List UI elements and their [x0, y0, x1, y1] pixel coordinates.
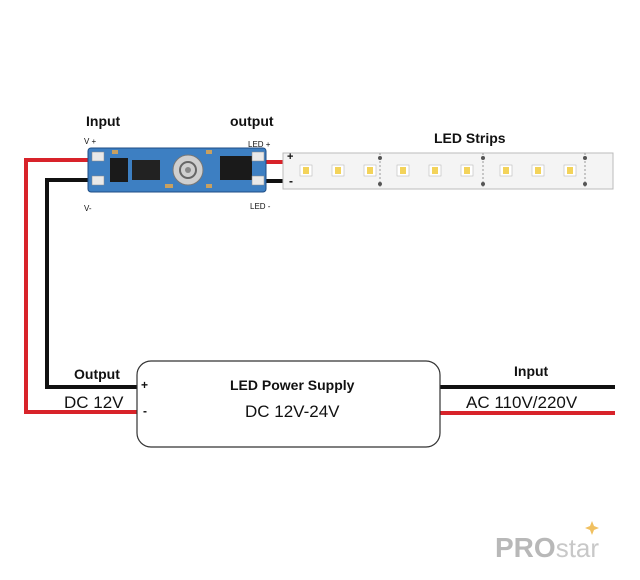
- power-supply-minus: -: [143, 404, 147, 418]
- led-chip-emitter: [432, 167, 438, 174]
- led-chip-emitter: [567, 167, 573, 174]
- led-chip-emitter: [367, 167, 373, 174]
- red-wire-dc-output: [24, 158, 137, 414]
- v-plus-label: V +: [84, 137, 97, 146]
- power-supply-title: LED Power Supply: [230, 377, 355, 393]
- v-minus-label: V-: [84, 204, 92, 213]
- star-icon: [585, 521, 599, 535]
- led-power-supply: [136, 360, 441, 448]
- output-side-voltage: DC 12V: [64, 393, 124, 412]
- touch-dimmer-controller: [87, 147, 267, 193]
- input-side-label: Input: [514, 363, 549, 379]
- led-minus-label: LED -: [250, 202, 271, 211]
- led-chip-emitter: [464, 167, 470, 174]
- controller-input-label: Input: [86, 113, 121, 129]
- brand-pro: PRO: [495, 532, 556, 563]
- brand-logo: PROstar: [495, 532, 599, 564]
- led-chip-emitter: [303, 167, 309, 174]
- black-wire-dc-output: [45, 178, 137, 389]
- led-chip-emitter: [503, 167, 509, 174]
- output-side-label: Output: [74, 366, 120, 382]
- power-supply-plus: +: [141, 378, 149, 392]
- led-chip-emitter: [535, 167, 541, 174]
- input-side-voltage: AC 110V/220V: [466, 393, 578, 412]
- led-chip-emitter: [400, 167, 406, 174]
- led-strips-title: LED Strips: [434, 130, 506, 146]
- strip-plus-label: +: [287, 151, 294, 163]
- brand-star: star: [555, 533, 600, 563]
- led-chip-emitter: [335, 167, 341, 174]
- controller-output-label: output: [230, 113, 274, 129]
- led-plus-label: LED +: [248, 140, 271, 149]
- led-strip: [282, 152, 614, 190]
- power-supply-range: DC 12V-24V: [245, 402, 340, 421]
- strip-minus-label: -: [289, 174, 293, 188]
